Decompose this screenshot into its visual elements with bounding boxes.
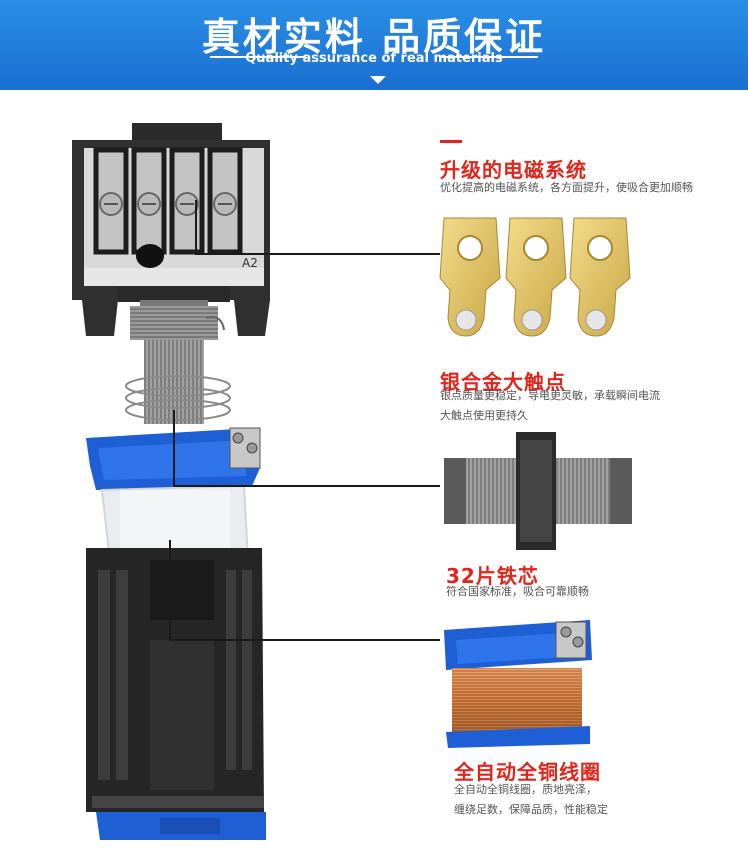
feature-title-copper-coil: 全自动全铜线圈 — [454, 760, 601, 784]
banner-title: 真材实料 品质保证 — [201, 15, 547, 59]
banner-caret-icon — [370, 76, 386, 84]
feature-desc-iron-core: 符合国家标准，吸合可靠顺畅 — [446, 585, 589, 598]
silver-contacts — [439, 217, 631, 337]
connector-line-1 — [195, 200, 440, 255]
feature-title-iron-core: 32片铁芯 — [446, 564, 539, 588]
feature-desc-silver-contacts-line2: 大触点使用更持久 — [440, 409, 528, 422]
coil-frame — [86, 427, 261, 490]
terminal-housing — [72, 123, 270, 336]
connector-line-2 — [173, 410, 440, 487]
banner-divider-left — [210, 56, 306, 58]
iron-core-stack — [444, 432, 632, 550]
feature-title-silver-contacts: 银合金大触点 — [440, 370, 566, 394]
feature-desc-silver-contacts-line1: 银点质量更稳定，导电更灵敏，承载瞬间电流 — [440, 389, 660, 402]
base-housing — [86, 548, 266, 840]
banner-divider-right — [442, 56, 538, 58]
feature-desc-copper-coil-line2: 缠绕足数，保障品质，性能稳定 — [454, 803, 608, 816]
header-banner: 真材实料 品质保证 Quality assurance of real mate… — [0, 0, 748, 90]
connector-line-3 — [169, 540, 440, 641]
copper-coil — [444, 620, 592, 748]
feature-title-magnetic-system: 升级的电磁系统 — [440, 158, 587, 182]
feature-desc-magnetic-system: 优化提高的电磁系统，各方面提升，使吸合更加顺畅 — [440, 181, 693, 194]
moving-iron-core — [130, 300, 225, 424]
feature-accent-bar — [440, 140, 462, 143]
feature-desc-copper-coil-line1: 全自动全铜线圈，质地亮泽， — [454, 783, 597, 796]
terminal-label-a2: A2 — [242, 256, 258, 270]
banner-subtitle: Quality assurance of real materials — [245, 51, 503, 66]
return-spring — [125, 375, 231, 421]
